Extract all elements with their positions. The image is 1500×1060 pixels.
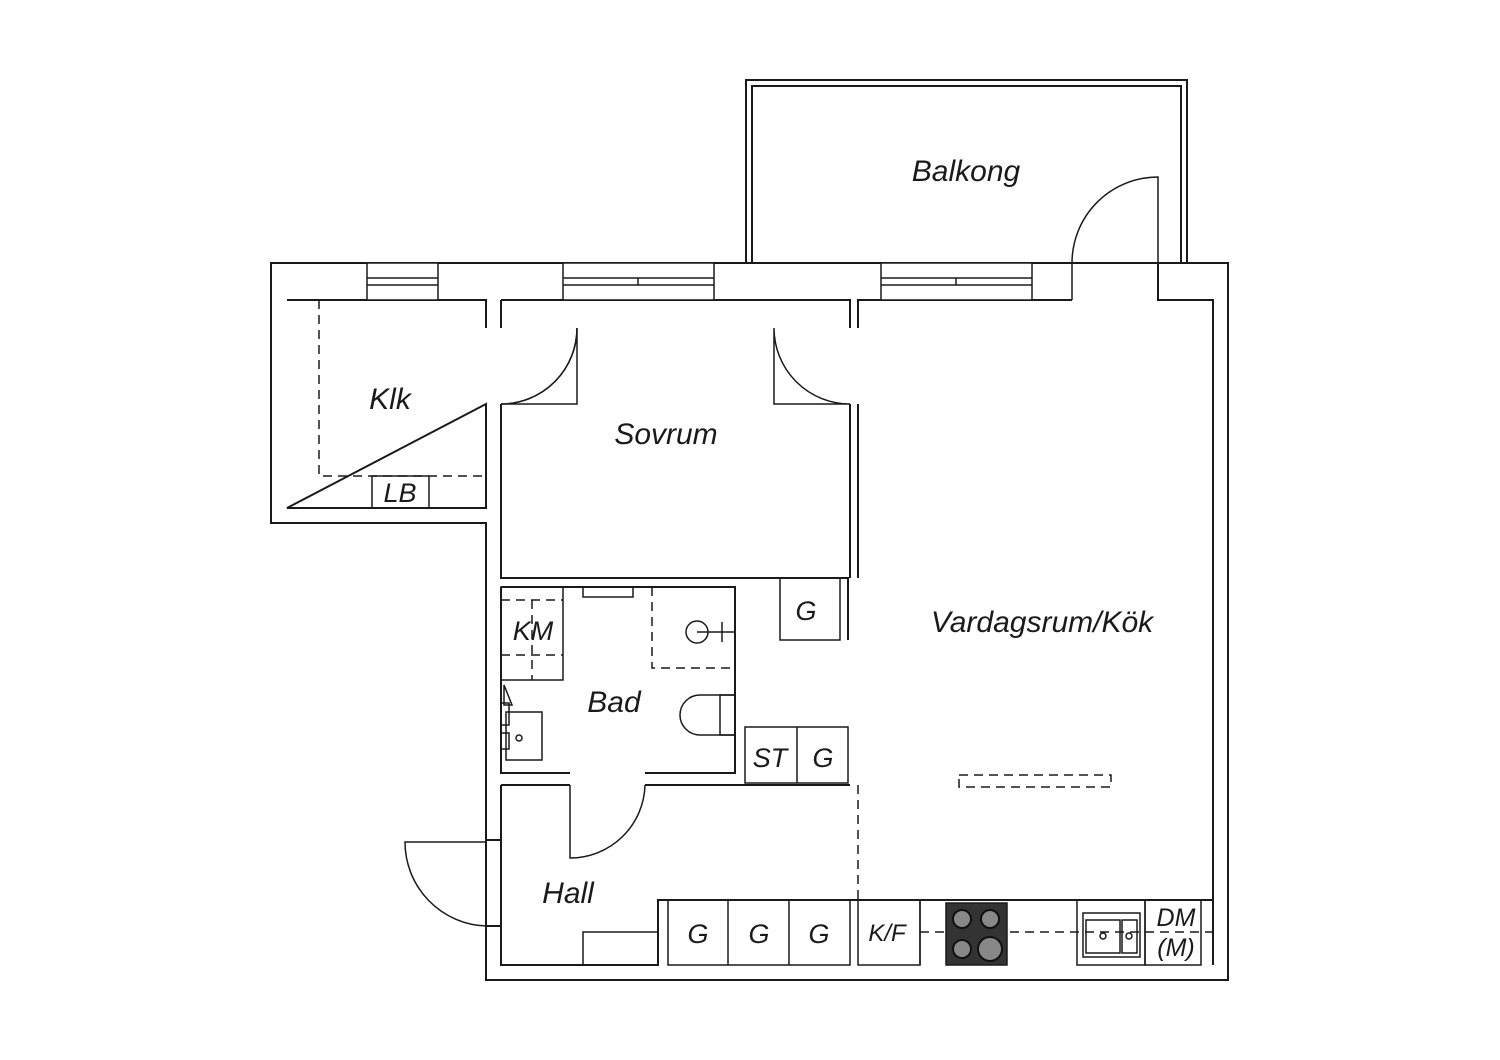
doors xyxy=(404,176,1159,927)
fixture-label-g-bedroom: G xyxy=(795,596,816,626)
room-label-balkong: Balkong xyxy=(912,155,1021,188)
balcony xyxy=(745,79,1188,263)
room-label-klk: Klk xyxy=(369,383,413,416)
fixture-label-kf: K/F xyxy=(868,920,907,947)
fixture-label-st: ST xyxy=(753,743,790,773)
room-label-bad: Bad xyxy=(587,686,642,719)
fixtures xyxy=(371,475,1202,966)
room-label-sovrum: Sovrum xyxy=(614,418,717,451)
labels: Balkong Klk Sovrum Vardagsrum/Kök Bad Ha… xyxy=(369,155,1195,962)
fixture-label-g-kitchen-3: G xyxy=(808,919,829,949)
room-label-hall: Hall xyxy=(542,877,595,910)
fixture-label-dm-m: (M) xyxy=(1157,934,1194,962)
fixture-label-dm: DM xyxy=(1157,904,1196,932)
fixture-label-lb: LB xyxy=(383,478,416,508)
fixture-label-g-kitchen-1: G xyxy=(687,919,708,949)
windows xyxy=(366,262,1033,301)
fixture-label-g-hall: G xyxy=(812,743,833,773)
fixture-label-g-kitchen-2: G xyxy=(748,919,769,949)
room-label-vardagsrum: Vardagsrum/Kök xyxy=(931,606,1155,639)
fixture-label-km: KM xyxy=(513,616,554,646)
